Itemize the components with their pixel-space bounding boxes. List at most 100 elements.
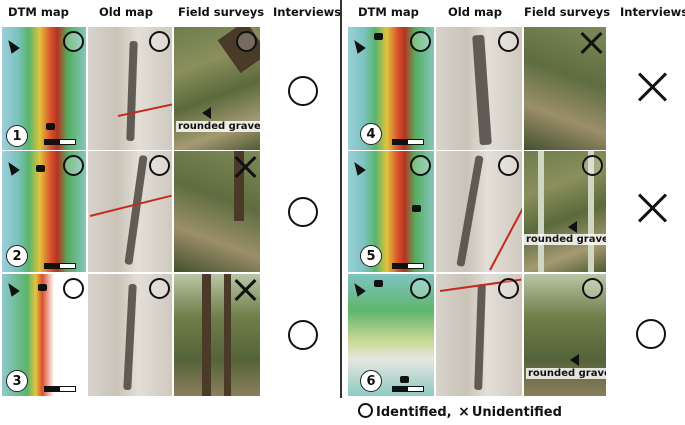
north-arrow-icon — [350, 37, 366, 54]
legend-unidentified-label: Unidentified — [471, 405, 562, 420]
rounded-gravels-label-5: rounded gravels — [524, 234, 606, 245]
legend-identified-label: Identified, — [376, 405, 452, 420]
oldmap-identified-circle-icon-6 — [498, 278, 519, 299]
old-map-image-6 — [436, 274, 522, 396]
north-arrow-icon — [4, 37, 20, 54]
old-map-image-4 — [436, 27, 522, 150]
tree-trunk — [234, 151, 244, 221]
legend: Identified, ×Unidentified — [358, 403, 562, 420]
tree-trunk — [224, 274, 231, 396]
dtm-identified-circle-icon-6 — [410, 278, 431, 299]
dtm-map-image-6: 6 — [348, 274, 434, 396]
scale-bar — [44, 139, 76, 145]
interviews-identified-circle-icon-1 — [288, 76, 318, 106]
camera-icon — [46, 123, 55, 130]
oldmap-identified-circle-icon-4 — [498, 31, 519, 52]
north-arrow-icon — [4, 159, 20, 176]
panel-divider — [340, 0, 342, 398]
field-identified-circle-icon-1 — [236, 31, 257, 52]
field-photo-3 — [174, 274, 260, 396]
header-dtm-map: DTM map — [358, 5, 419, 19]
row-number-badge-2: 2 — [6, 245, 28, 267]
interviews-identified-circle-icon-3 — [288, 320, 318, 350]
camera-icon — [412, 205, 421, 212]
scale-bar — [392, 139, 424, 145]
north-arrow-icon — [4, 280, 20, 297]
oldmap-identified-circle-icon-1 — [149, 31, 170, 52]
row-number-badge-6: 6 — [360, 370, 382, 392]
river-line — [489, 207, 522, 271]
header-dtm-map: DTM map — [8, 5, 69, 19]
oldmap-identified-circle-icon-2 — [149, 155, 170, 176]
old-map-strip — [474, 283, 486, 391]
dtm-identified-circle-icon-5 — [410, 155, 431, 176]
scale-bar — [44, 386, 76, 392]
old-map-strip — [472, 34, 492, 146]
row-number-badge-4: 4 — [360, 123, 382, 145]
dtm-identified-circle-icon-2 — [63, 155, 84, 176]
camera-icon — [36, 165, 45, 172]
tree-trunk — [202, 274, 211, 396]
header-interviews: Interviews — [273, 5, 342, 19]
camera-icon — [400, 376, 409, 383]
interviews-unidentified-cross-icon-4 — [638, 72, 668, 102]
old-map-image-1 — [88, 27, 172, 150]
camera-icon — [38, 284, 47, 291]
dtm-identified-circle-icon-1 — [63, 31, 84, 52]
triangle-pointer-icon — [202, 107, 211, 119]
scale-bar — [44, 263, 76, 269]
north-arrow-icon — [350, 159, 366, 176]
triangle-pointer-icon — [568, 221, 577, 233]
field-photo-1: rounded gravels — [174, 27, 260, 150]
bamboo-stem — [588, 151, 594, 272]
interviews-unidentified-cross-icon-5 — [638, 193, 668, 223]
row-number-badge-3: 3 — [6, 370, 28, 392]
field-photo-4 — [524, 27, 606, 150]
header-field-surveys: Field surveys — [178, 5, 265, 19]
dtm-map-image-5: 5 — [348, 151, 434, 272]
old-map-strip — [456, 155, 484, 267]
old-map-image-2 — [88, 151, 172, 272]
panel-right: DTM map Old map Field surveys Interviews… — [344, 0, 685, 425]
header-old-map: Old map — [448, 5, 502, 19]
header-field-surveys: Field surveys — [524, 5, 611, 19]
old-map-image-3 — [88, 274, 172, 396]
bamboo-stem — [538, 151, 544, 272]
panel-left: DTM map Old map Field surveys Interviews… — [0, 0, 341, 425]
camera-icon — [374, 33, 383, 40]
field-identified-circle-icon-5 — [582, 155, 603, 176]
field-photo-5: rounded gravels — [524, 151, 606, 272]
row-number-badge-5: 5 — [360, 245, 382, 267]
field-identified-circle-icon-6 — [582, 278, 603, 299]
camera-icon — [374, 280, 383, 287]
dtm-map-image-1: 1 — [2, 27, 86, 150]
scale-bar — [392, 263, 424, 269]
field-photo-6: rounded gravels — [524, 274, 606, 396]
triangle-pointer-icon — [570, 354, 579, 366]
field-unidentified-cross-icon-3 — [234, 278, 258, 302]
identified-circle-icon — [358, 403, 373, 418]
north-arrow-icon — [350, 280, 366, 297]
oldmap-identified-circle-icon-3 — [149, 278, 170, 299]
old-map-strip — [123, 283, 137, 391]
old-map-strip — [126, 40, 138, 142]
rounded-gravels-label-6: rounded gravels — [526, 368, 606, 379]
header-old-map: Old map — [99, 5, 153, 19]
field-photo-2 — [174, 151, 260, 272]
field-unidentified-cross-icon-4 — [580, 31, 604, 55]
interviews-identified-circle-icon-6 — [636, 319, 666, 349]
dtm-map-image-2: 2 — [2, 151, 86, 272]
dtm-map-image-4: 4 — [348, 27, 434, 150]
dtm-identified-circle-icon-4 — [410, 31, 431, 52]
old-map-image-5 — [436, 151, 522, 272]
old-map-strip — [124, 154, 148, 266]
oldmap-identified-circle-icon-5 — [498, 155, 519, 176]
header-interviews: Interviews — [620, 5, 685, 19]
field-unidentified-cross-icon-2 — [234, 155, 258, 179]
dtm-map-image-3: 3 — [2, 274, 86, 396]
row-number-badge-1: 1 — [6, 125, 28, 147]
river-line — [117, 102, 172, 117]
interviews-identified-circle-icon-2 — [288, 197, 318, 227]
unidentified-cross-icon: × — [458, 404, 470, 420]
dtm-identified-circle-icon-3 — [63, 278, 84, 299]
